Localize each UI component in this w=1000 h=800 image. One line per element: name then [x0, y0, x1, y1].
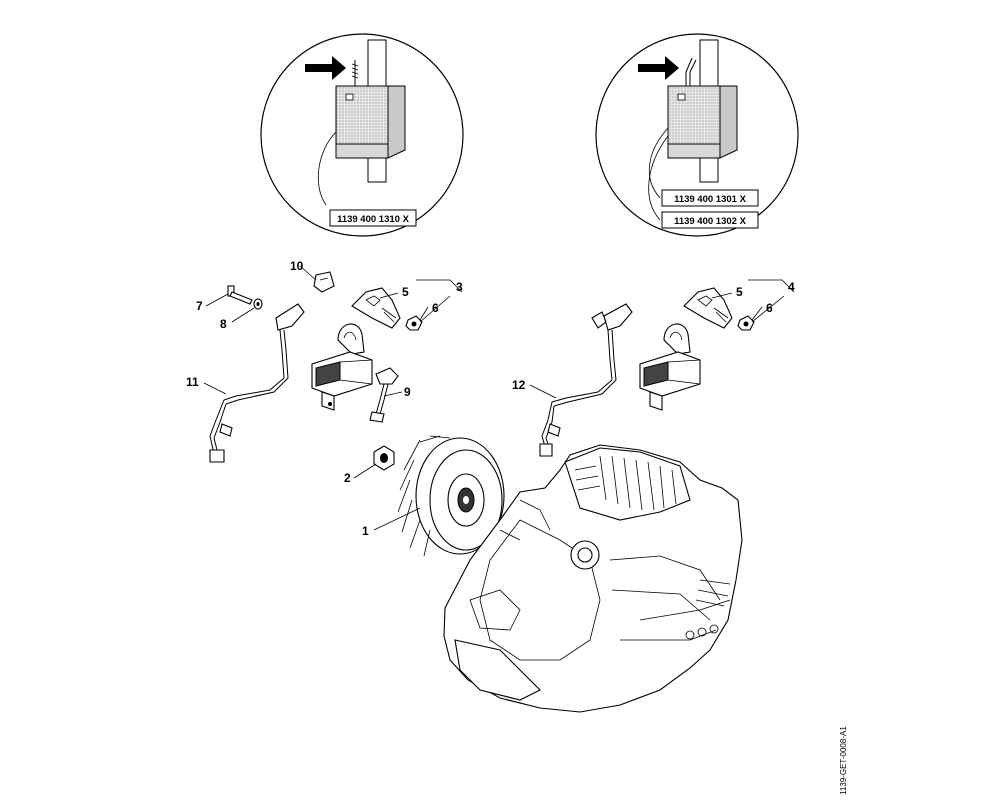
- engine-housing: [443, 444, 743, 713]
- part-7-screw: [227, 285, 253, 305]
- callout-12: 12: [512, 378, 526, 392]
- callout-2: 2: [344, 471, 351, 485]
- ignition-module-left: [311, 323, 373, 411]
- callout-11: 11: [186, 375, 199, 389]
- callout-leaders: [203, 265, 795, 531]
- part-1-flywheel: [397, 435, 505, 557]
- document-id: 1139-GET-0008-A1: [839, 726, 848, 795]
- part-11-wire-harness: [209, 303, 305, 463]
- part-number-label: 1139 400 1310 X: [337, 214, 410, 225]
- arrow-right-icon: [638, 56, 679, 80]
- callout-6: 6: [766, 301, 773, 315]
- part-2-nut: [373, 445, 395, 471]
- detail-view-right: 1139 400 1301 X 1139 400 1302 X: [595, 33, 799, 237]
- part-6-nut: [405, 315, 423, 331]
- callout-5: 5: [402, 285, 409, 299]
- part-number-label: 1139 400 1301 X: [674, 194, 747, 205]
- callout-6: 6: [432, 301, 439, 315]
- part-12-wire-harness: [539, 303, 633, 457]
- screw-pin: [351, 60, 359, 86]
- callout-7: 7: [196, 299, 203, 313]
- arrow-right-icon: [305, 56, 346, 80]
- part-5-cover: [351, 287, 401, 329]
- detail-view-left: 1139 400 1310 X: [260, 33, 464, 237]
- callout-8: 8: [220, 317, 227, 331]
- part-10-clip: [313, 271, 335, 293]
- part-8-washer: [253, 298, 263, 310]
- part-number-label: 1139 400 1302 X: [674, 216, 747, 227]
- part-9-short-circuit-wire: [369, 367, 399, 423]
- callout-4: 4: [788, 280, 795, 294]
- ignition-module-right: [639, 323, 701, 411]
- callout-numbers: 10 7 8 5 6 3 9 11 2 1 5 6 4 12: [186, 259, 795, 538]
- callout-10: 10: [290, 259, 304, 273]
- callout-9: 9: [404, 385, 411, 399]
- part-6-nut-right: [737, 315, 755, 331]
- callout-3: 3: [456, 280, 463, 294]
- part-5-cover-right: [683, 287, 733, 329]
- spring-pin: [685, 57, 697, 86]
- callout-5: 5: [736, 285, 743, 299]
- callout-1: 1: [362, 524, 369, 538]
